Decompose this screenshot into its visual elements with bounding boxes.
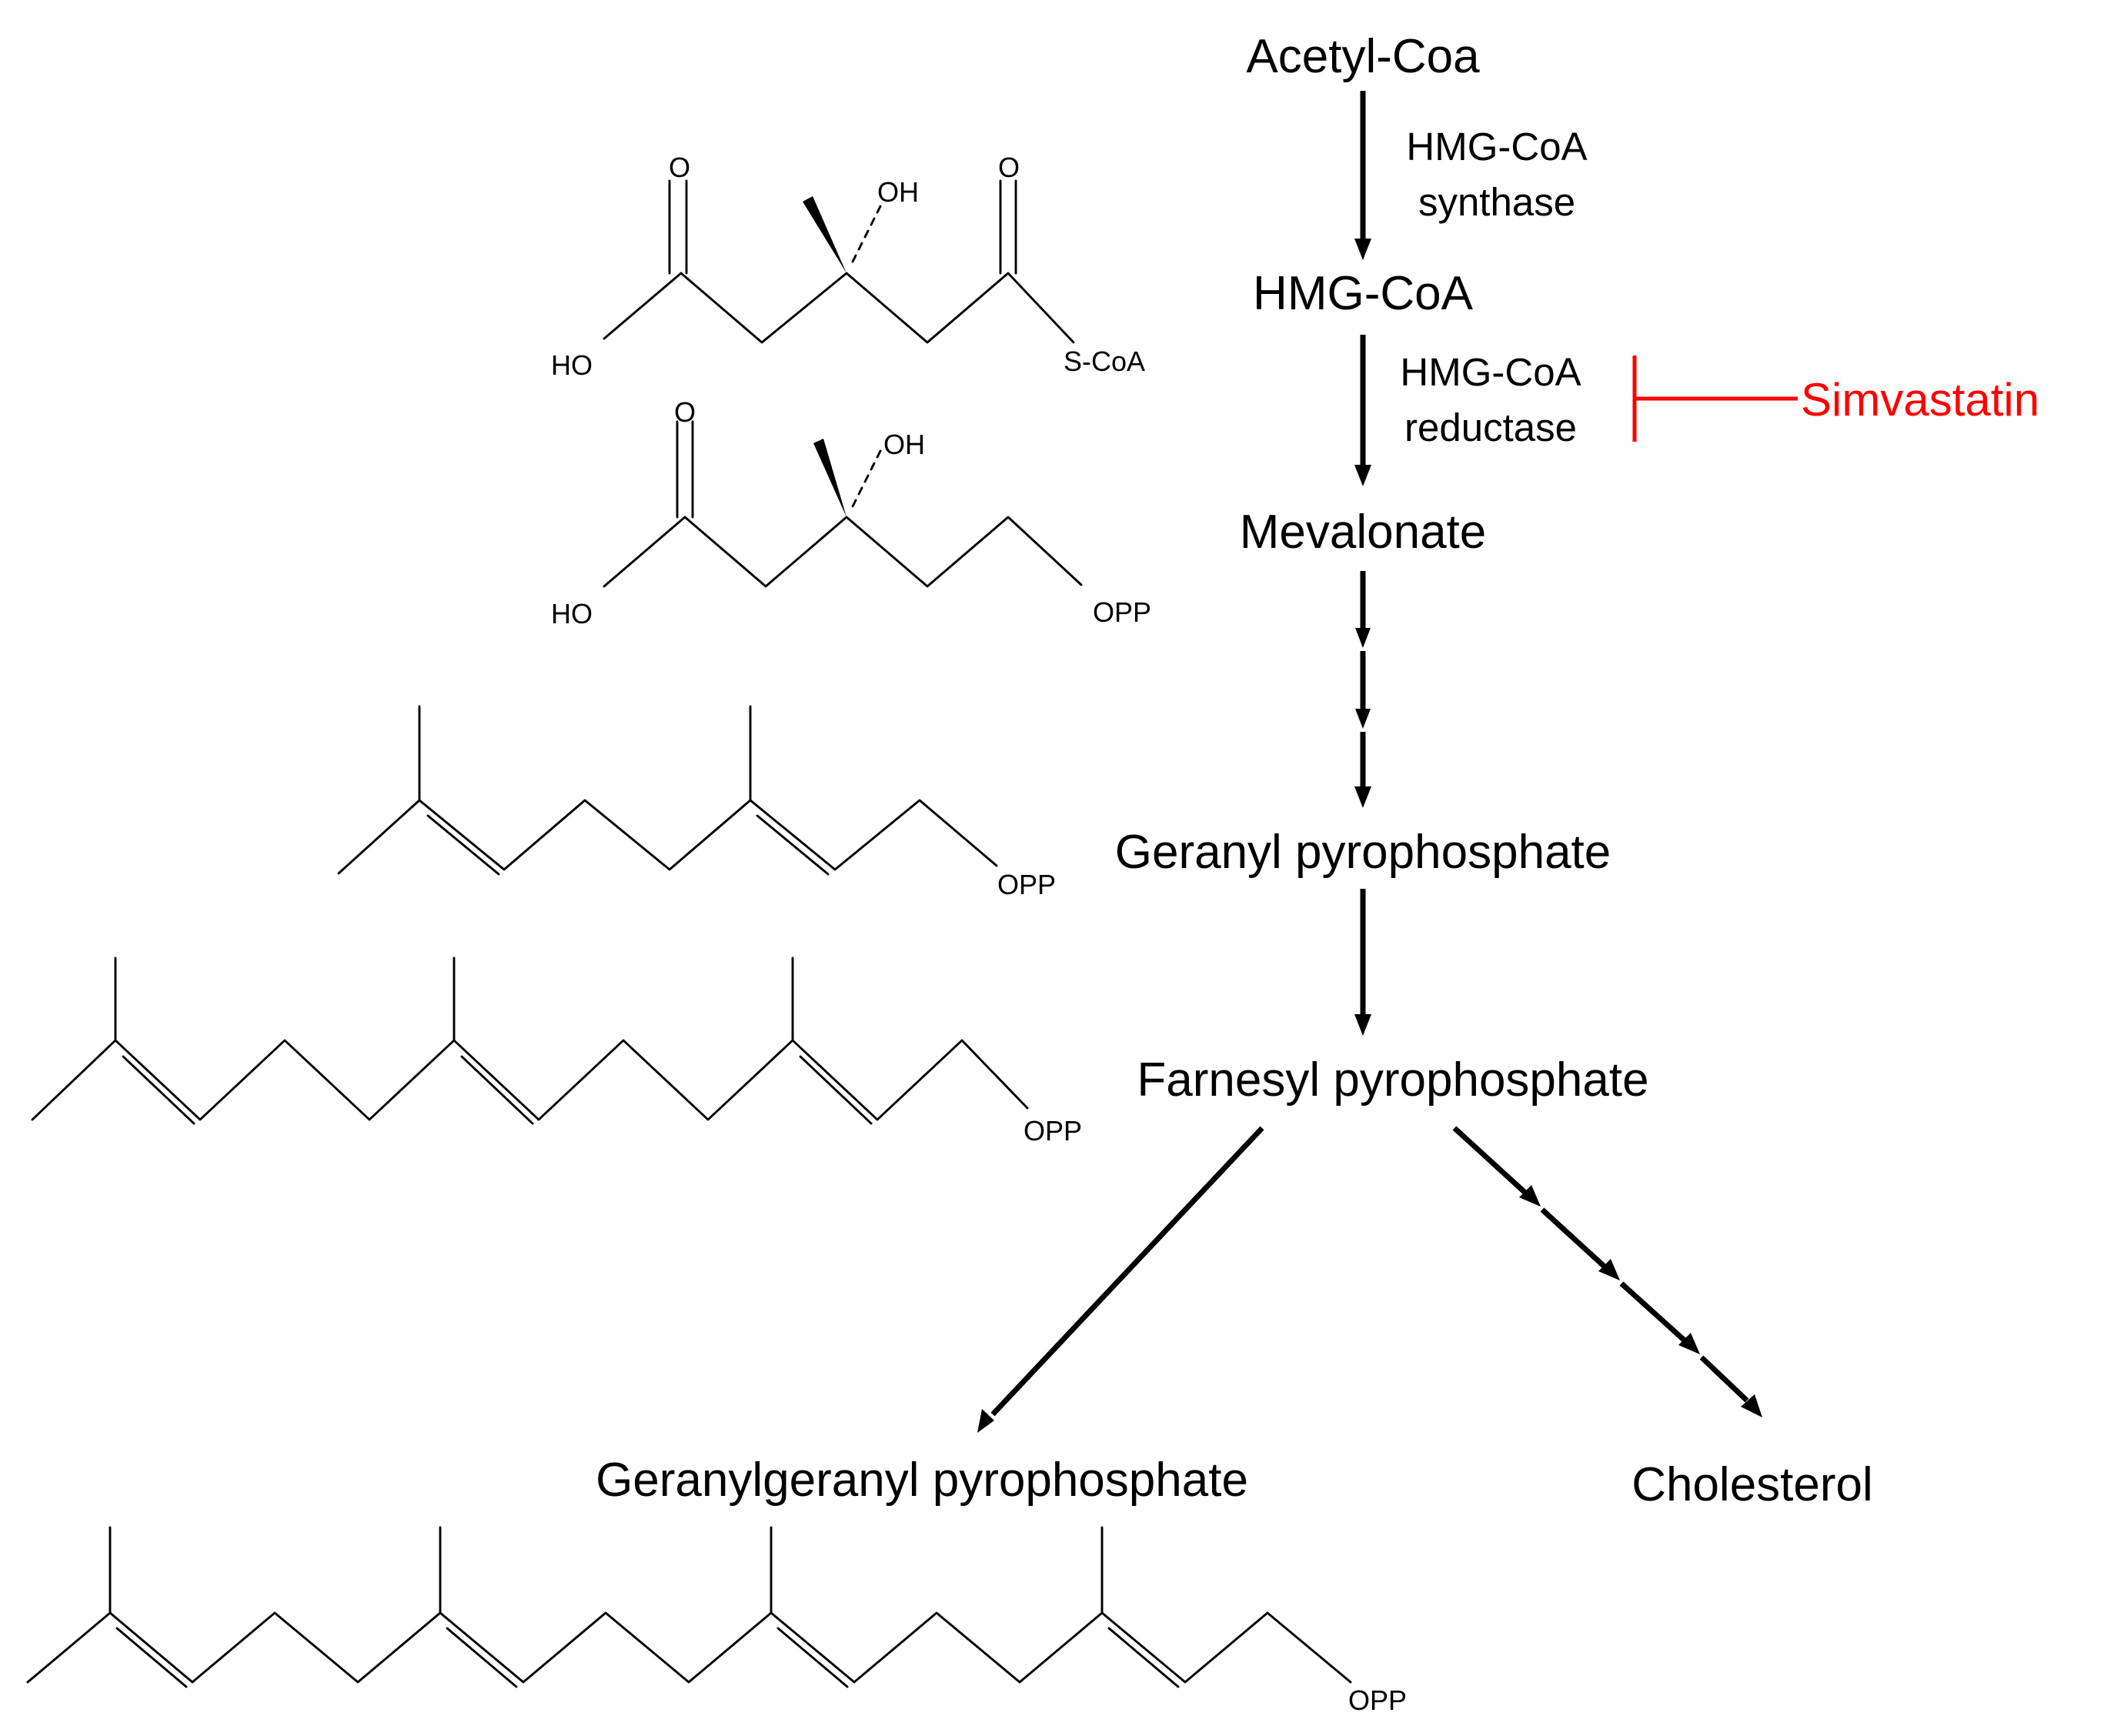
farnesyl-pyrophosphate-label: Farnesyl pyrophosphate xyxy=(1137,1053,1648,1107)
wedge-bond xyxy=(803,196,847,273)
geranylgeranyl-pyrophosphate-label: Geranylgeranyl pyrophosphate xyxy=(596,1454,1248,1507)
carbonyl-oxygen: O xyxy=(674,396,696,428)
arrow-farnesylpp-to-geranylgeranylpp xyxy=(977,1126,1264,1433)
arrow-acetylcoa-to-hmgcoa xyxy=(1354,91,1371,260)
hmg-coa-structure: O O OH HO S-CoA xyxy=(551,152,1145,381)
carboxylic-hydroxyl: HO xyxy=(551,598,593,629)
arrow-farnesylpp-to-cholesterol-multistep xyxy=(1452,1126,1762,1417)
carboxylic-hydroxyl: HO xyxy=(551,349,593,381)
wedge-bond xyxy=(813,439,847,517)
enzyme-labels: HMG-CoA synthase HMG-CoA reductase xyxy=(1400,125,1587,449)
mevalonate-label: Mevalonate xyxy=(1240,506,1487,559)
simvastatin-inhibition: Simvastatin xyxy=(1632,356,2039,442)
mevalonate-structure: O OH HO OPP xyxy=(551,396,1151,629)
hmg-coa-label: HMG-CoA xyxy=(1253,267,1474,320)
pathway-arrows xyxy=(977,91,1762,1433)
pyrophosphate-group: OPP xyxy=(1348,1684,1407,1716)
hmg-coa-reductase-label-line2: reductase xyxy=(1404,406,1577,449)
geranylgeranyl-pp-structure: OPP xyxy=(26,1526,1407,1716)
carbonyl-oxygen: O xyxy=(669,152,690,183)
acetyl-coa-label: Acetyl-Coa xyxy=(1246,30,1480,83)
hmg-coa-reductase-label-line1: HMG-CoA xyxy=(1400,350,1581,394)
pyrophosphate-group: OPP xyxy=(997,869,1056,900)
arrow-geranylpp-to-farnesylpp xyxy=(1354,889,1371,1036)
hydroxyl-group: OH xyxy=(877,176,919,208)
pyrophosphate-group: OPP xyxy=(1024,1115,1082,1147)
s-coa-group: S-CoA xyxy=(1064,346,1145,377)
cholesterol-label: Cholesterol xyxy=(1631,1458,1873,1511)
thioester-carbonyl-oxygen: O xyxy=(998,152,1020,183)
hmg-coa-synthase-label-line1: HMG-CoA xyxy=(1406,125,1587,169)
geranyl-pyrophosphate-label: Geranyl pyrophosphate xyxy=(1115,826,1611,879)
geranyl-pp-structure: OPP xyxy=(337,705,1056,900)
hydroxyl-group: OH xyxy=(883,429,925,460)
arrow-hmgcoa-to-mevalonate xyxy=(1354,335,1371,486)
farnesyl-pp-structure: OPP xyxy=(31,956,1082,1147)
arrow-mevalonate-to-geranylpp-multistep xyxy=(1354,571,1371,808)
pyrophosphate-group: OPP xyxy=(1093,596,1151,628)
hmg-coa-synthase-label-line2: synthase xyxy=(1418,180,1575,224)
simvastatin-label: Simvastatin xyxy=(1801,374,2039,426)
compound-labels: Acetyl-Coa HMG-CoA Mevalonate Geranyl py… xyxy=(596,30,1873,1511)
